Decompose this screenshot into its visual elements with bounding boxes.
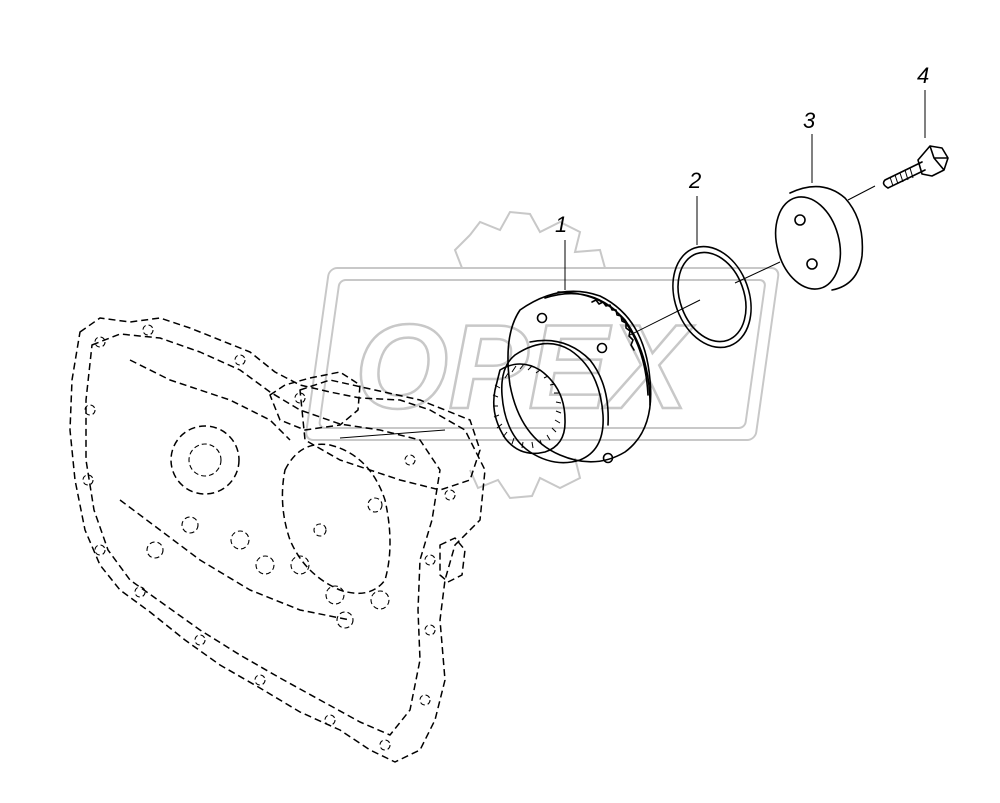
o-ring-outer: [672, 245, 752, 349]
o-ring-inner: [677, 251, 747, 343]
flange-spline-teeth: [492, 363, 562, 449]
flange-bolt-hole-top: [536, 312, 548, 324]
housing-bolt-holes: [82, 324, 456, 751]
flange-bolt-hole-bottom: [602, 452, 614, 464]
washer-side: [789, 185, 864, 291]
housing-side-port: [439, 537, 466, 583]
flange-gear-teeth: [591, 299, 635, 351]
housing-inner-flange: [85, 333, 441, 736]
flange-hub-step: [529, 339, 609, 426]
housing-bearing-boss: [170, 425, 240, 495]
washer-part: [774, 185, 864, 291]
bolt-part: [882, 145, 949, 189]
callout-label-1: 1: [555, 212, 568, 237]
watermark-frame-inner: [318, 279, 766, 429]
housing-top-boss: [269, 371, 361, 431]
housing-rib-lower: [119, 499, 351, 621]
assembly-axis-line: [339, 185, 876, 439]
gearbox-housing: [69, 317, 486, 763]
housing-bell-opening: [281, 443, 391, 595]
flange-part: [492, 290, 652, 464]
o-ring-part: [672, 245, 752, 349]
housing-rib-upper: [129, 359, 291, 441]
callout-label-4: 4: [917, 63, 930, 88]
watermark-gear-outline: [453, 210, 606, 500]
flange-outer-disk: [507, 290, 652, 463]
bolt-head: [917, 145, 949, 177]
watermark-text: OPEX: [355, 300, 695, 434]
washer-face: [774, 196, 842, 290]
housing-outline: [69, 317, 486, 763]
flange-bolt-hole-right: [596, 342, 608, 354]
washer-hole-bottom: [806, 258, 818, 270]
housing-bearing-bore: [188, 443, 222, 477]
bolt-shank: [882, 161, 926, 189]
washer-hole-top: [794, 214, 806, 226]
callout-label-2: 2: [689, 168, 702, 193]
flange-hub: [500, 342, 604, 464]
bolt-thread: [889, 167, 914, 187]
flange-spline-bore: [492, 363, 566, 455]
housing-output-boss: [299, 379, 481, 491]
callout-label-3: 3: [803, 108, 816, 133]
watermark: OPEX: [305, 210, 780, 500]
watermark-frame: [305, 267, 780, 441]
callout-leaders: [564, 90, 926, 290]
